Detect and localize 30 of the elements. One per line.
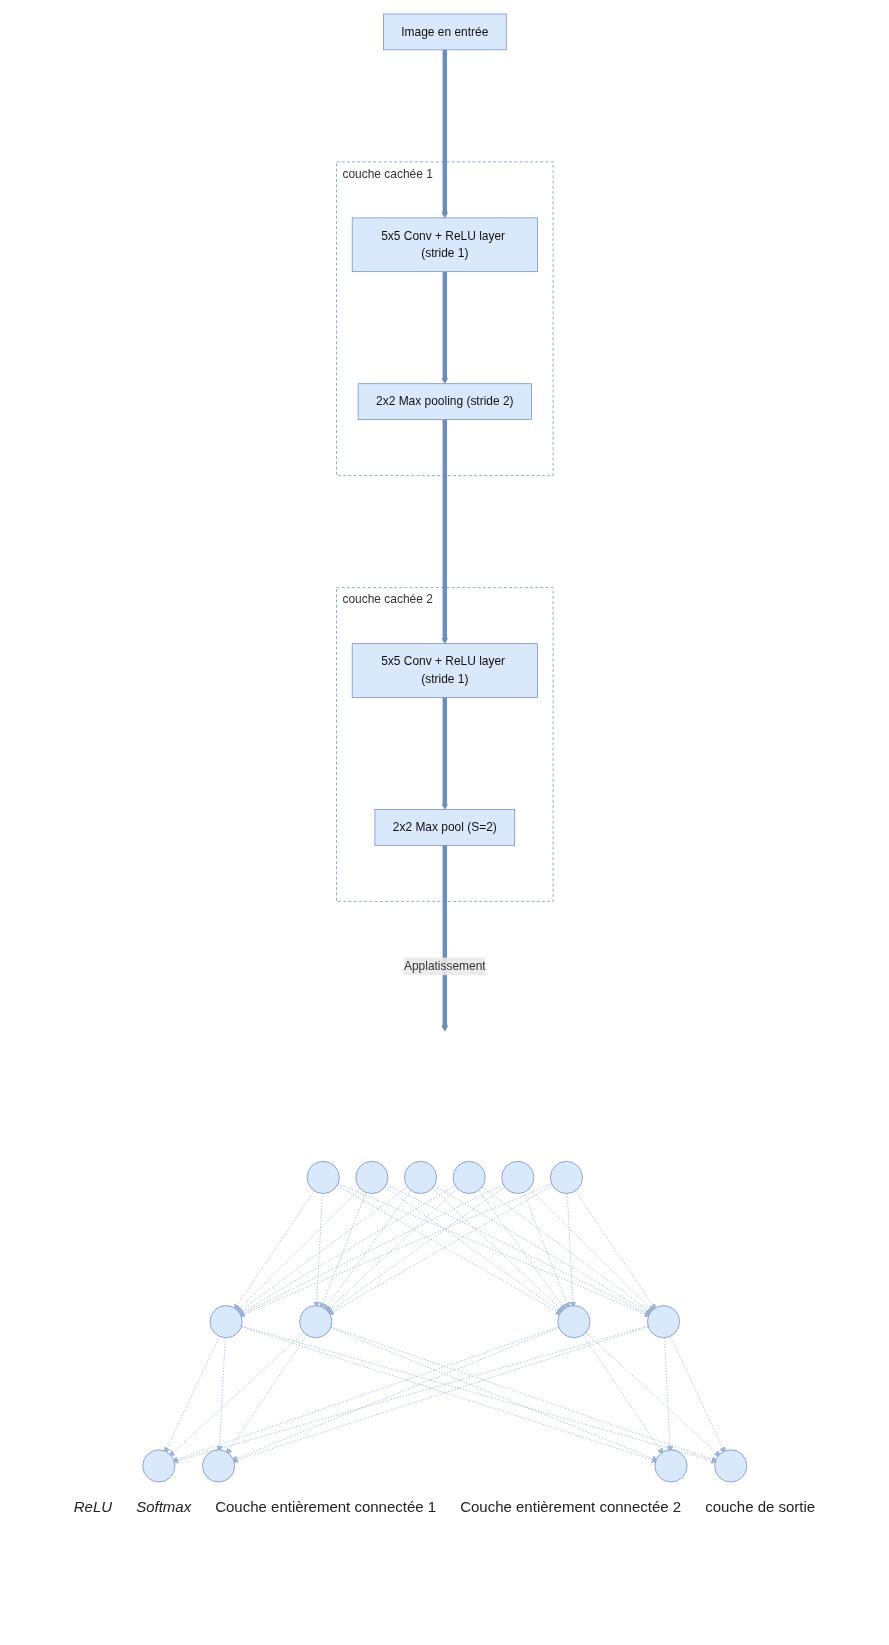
arrow [441, 419, 448, 644]
arrow [441, 845, 448, 1032]
node-box: 2x2 Max pooling (stride 2) [357, 383, 532, 420]
node-box: Image en entrée [382, 13, 507, 51]
node-circle [403, 1160, 437, 1194]
node-circle [713, 1449, 747, 1483]
node-circle [355, 1160, 388, 1194]
node-circle [209, 1305, 243, 1339]
node-circle [654, 1449, 688, 1483]
node-box: 2x2 Max pool (S=2) [374, 809, 515, 846]
layer-caption: Couche entièrement connectée 1 [215, 1498, 437, 1515]
layer-caption: Couche entièrement connectée 2 [460, 1498, 682, 1515]
node-circle [142, 1449, 176, 1483]
layer-caption: couche de sortie [705, 1498, 816, 1515]
node-circle [298, 1305, 332, 1339]
arrow [441, 697, 448, 810]
arrow [441, 271, 448, 384]
node-circle [201, 1449, 235, 1483]
activation-label: ReLU [73, 1498, 113, 1515]
node-circle [501, 1160, 534, 1194]
node-circle [557, 1305, 591, 1339]
arrow [441, 49, 448, 219]
node-box: 5x5 Conv + ReLU layer (stride 1) [351, 643, 538, 698]
activation-label: Softmax [136, 1498, 192, 1515]
node-circle [646, 1305, 680, 1339]
node-circle [549, 1160, 583, 1194]
node-circle [306, 1160, 340, 1194]
node-circle [452, 1160, 486, 1194]
node-box: 5x5 Conv + ReLU layer (stride 1) [351, 217, 538, 273]
edge-label: Applatissement [403, 959, 486, 973]
